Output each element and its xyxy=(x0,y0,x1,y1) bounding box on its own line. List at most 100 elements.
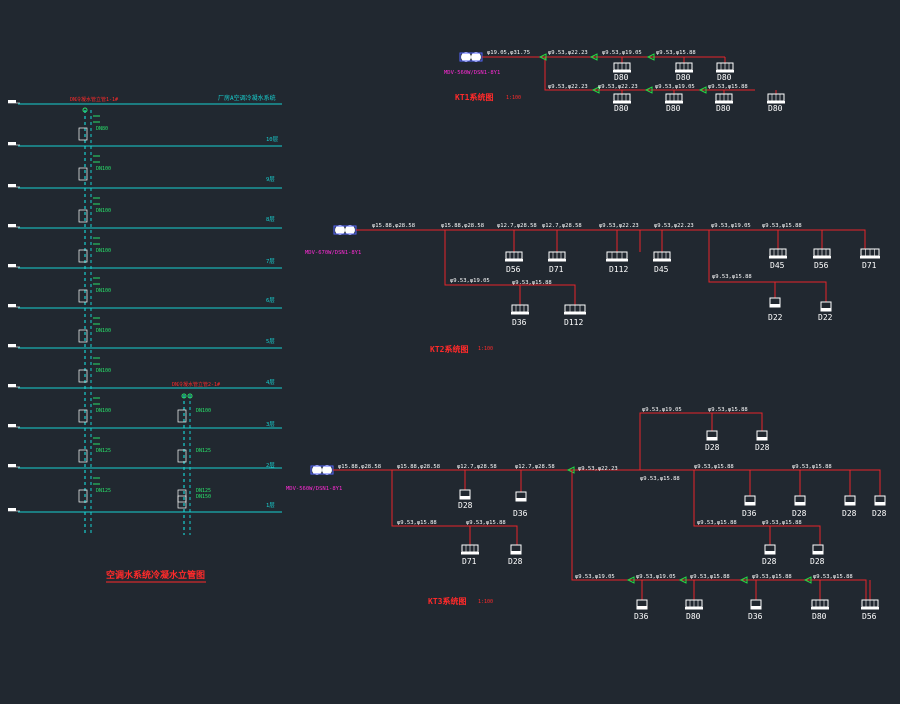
outdoor-fan xyxy=(335,225,345,235)
indoor-unit-label: D56 xyxy=(862,612,877,621)
flow-arrow xyxy=(589,53,598,61)
pipe-size-label: φ9.53,φ15.88 xyxy=(762,223,802,229)
outdoor-fan xyxy=(312,465,322,475)
elevation-mark xyxy=(8,464,16,467)
pipe-size-label: φ15.88,φ28.58 xyxy=(397,464,440,470)
lower-branch xyxy=(444,230,576,305)
riser-header-left: DN冷凝水管立管1-1# xyxy=(70,96,118,103)
indoor-unit-label: D112 xyxy=(564,318,583,327)
indoor-unit-label: D71 xyxy=(549,265,564,274)
pipe-size-label: φ9.53,φ19.05 xyxy=(636,574,676,580)
pipe-dn-label: DN100 xyxy=(96,208,111,214)
pipe-size-label: φ9.53,φ19.05 xyxy=(602,50,642,56)
flow-arrow xyxy=(566,466,575,474)
indoor-unit-icon xyxy=(715,93,733,104)
riser-header-second: DN冷凝水管立管2-1# xyxy=(172,381,220,388)
kt3-scale: 1:100 xyxy=(478,599,493,605)
indoor-unit-label: D22 xyxy=(818,313,833,322)
flow-arrow xyxy=(644,86,653,94)
floor-label: 10层 xyxy=(266,136,279,143)
lower-right-branch xyxy=(693,470,821,545)
pipe-size-label: φ12.7,φ28.58 xyxy=(457,464,497,470)
pipe-size-label: φ9.53,φ15.88 xyxy=(640,476,680,482)
pipe-size-label: φ9.53,φ19.05 xyxy=(575,574,615,580)
riser-fitting xyxy=(177,449,187,463)
outdoor-fan xyxy=(345,225,355,235)
indoor-unit-label: D36 xyxy=(742,509,757,518)
indoor-unit-icon xyxy=(636,599,648,610)
unit-base xyxy=(511,551,521,554)
pipe-size-label: φ9.53,φ19.05 xyxy=(642,407,682,413)
floor-label: 9层 xyxy=(266,176,275,183)
outdoor-fan xyxy=(471,52,481,62)
pipe-size-label: φ9.53,φ22.23 xyxy=(599,223,639,229)
pipe-dn-label: DN125 xyxy=(196,488,211,494)
pipe-dn-label: DN125 xyxy=(96,448,111,454)
indoor-unit-icon xyxy=(767,93,785,104)
indoor-unit-icon xyxy=(860,248,880,259)
unit-base xyxy=(860,256,880,259)
unit-base xyxy=(845,502,855,505)
pipe-size-label: φ12.7,φ28.58 xyxy=(542,223,582,229)
unit-base xyxy=(675,70,693,73)
unit-base xyxy=(665,101,683,104)
kt2-scale: 1:100 xyxy=(478,346,493,352)
indoor-unit-label: D36 xyxy=(512,318,527,327)
kt1-title: KT1系统图 xyxy=(455,92,493,102)
unit-base xyxy=(606,259,628,262)
pipe-size-label: φ9.53,φ15.88 xyxy=(752,574,792,580)
indoor-unit-label: D56 xyxy=(506,265,521,274)
pipe-dn-label: DN100 xyxy=(96,368,111,374)
indoor-unit-icon xyxy=(564,304,586,315)
riser-fitting xyxy=(177,409,187,423)
pipe-size-label: φ9.53,φ19.05 xyxy=(655,84,695,90)
pipe-dn-label: DN125 xyxy=(196,448,211,454)
indoor-unit-label: D28 xyxy=(508,557,523,566)
indoor-unit-label: D80 xyxy=(812,612,827,621)
upper-branch xyxy=(639,412,763,470)
indoor-unit-label: D28 xyxy=(792,509,807,518)
outdoor-unit-icon xyxy=(333,225,357,235)
lower-branch xyxy=(544,57,755,91)
outdoor-unit-icon xyxy=(459,52,483,62)
pipe-size-label: φ9.53,φ15.88 xyxy=(690,574,730,580)
indoor-unit-label: D80 xyxy=(676,73,691,82)
riser-fitting xyxy=(78,127,88,141)
pipe-size-label: φ9.53,φ15.88 xyxy=(792,464,832,470)
pipe-size-label: φ15.88,φ28.58 xyxy=(441,223,484,229)
pipe-size-label: φ9.53,φ22.23 xyxy=(548,84,588,90)
floor-label: 5层 xyxy=(266,338,275,345)
indoor-unit-label: D28 xyxy=(458,501,473,510)
riser-fitting xyxy=(78,369,88,383)
indoor-unit-icon xyxy=(515,491,527,502)
unit-base xyxy=(767,101,785,104)
indoor-unit-label: D28 xyxy=(705,443,720,452)
flow-arrow xyxy=(698,86,707,94)
unit-base xyxy=(751,606,761,609)
indoor-unit-label: D36 xyxy=(748,612,763,621)
elevation-mark xyxy=(8,304,16,307)
riser-fitting xyxy=(177,495,187,509)
pipe-size-label: φ9.53,φ15.88 xyxy=(712,274,752,280)
indoor-unit-icon xyxy=(706,430,718,441)
riser-top-cap xyxy=(187,393,193,399)
pipe-dn-label: DN100 xyxy=(196,408,211,414)
left-low-branch xyxy=(391,470,518,545)
indoor-unit-icon xyxy=(813,248,831,259)
indoor-unit-icon xyxy=(653,251,671,262)
indoor-unit-icon xyxy=(844,495,856,506)
indoor-unit-label: D80 xyxy=(717,73,732,82)
kt3-unit-label: MDV-560W/DSN1-8Y1 xyxy=(286,486,342,492)
pipe-size-label: φ9.53,φ15.88 xyxy=(708,84,748,90)
riser-fitting xyxy=(78,209,88,223)
indoor-unit-icon xyxy=(812,544,824,555)
indoor-unit-label: D45 xyxy=(654,265,669,274)
elevation-mark xyxy=(8,508,16,511)
unit-base xyxy=(653,259,671,262)
indoor-unit-icon xyxy=(794,495,806,506)
pipe-size-label: φ9.53,φ15.88 xyxy=(656,50,696,56)
pipe-dn-label: DN100 xyxy=(96,166,111,172)
flow-arrow xyxy=(739,576,748,584)
